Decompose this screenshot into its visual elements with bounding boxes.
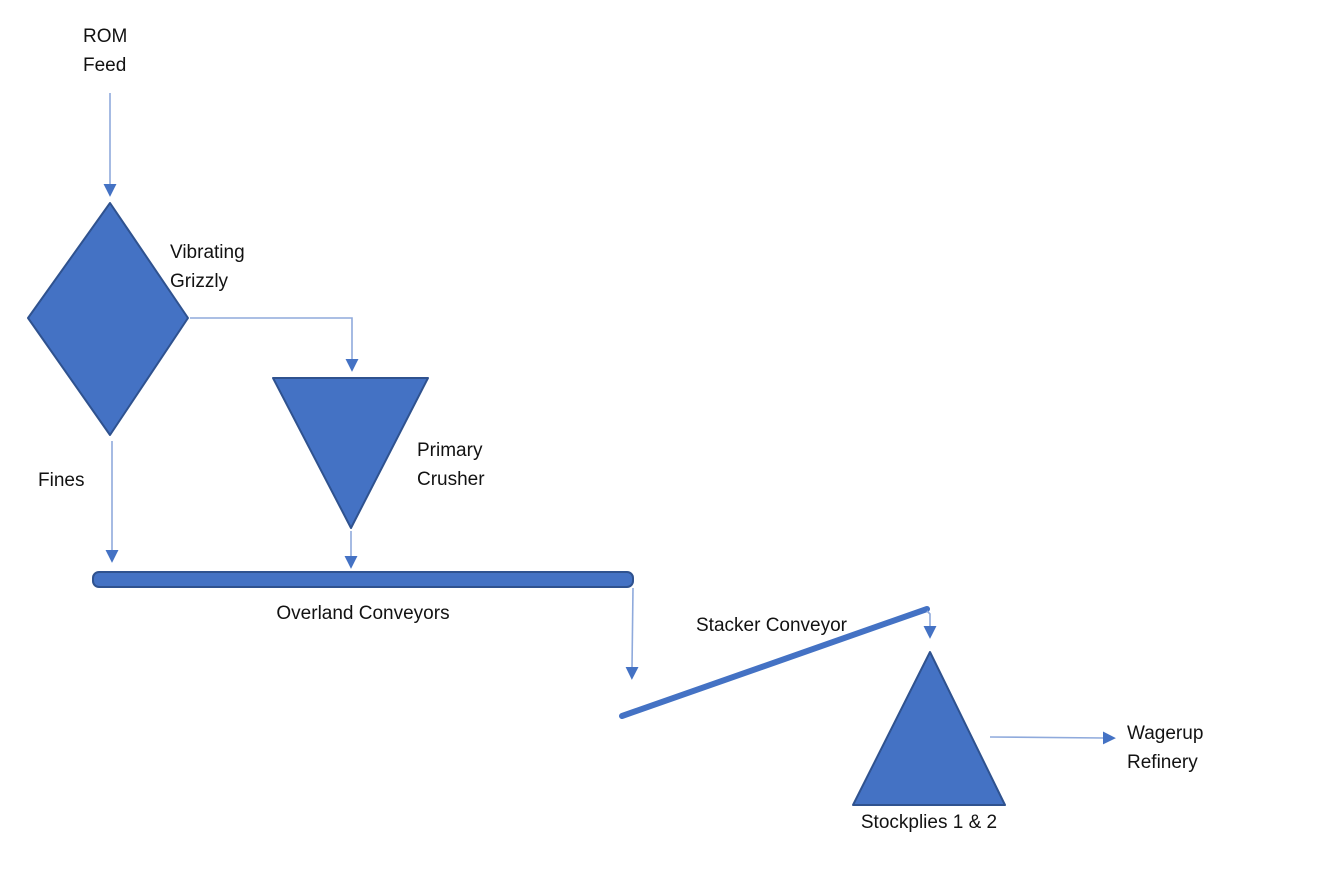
stacker-conveyor-line — [619, 606, 930, 719]
rom-feed-label: ROM Feed — [83, 22, 127, 80]
stacker-to-stockpile-arrow — [923, 610, 937, 639]
rom-feed-label-line1: ROM — [83, 26, 128, 47]
grizzly-to-crusher-connector — [190, 317, 359, 372]
primary-crusher-label: Primary Crusher — [417, 436, 485, 494]
rom-feed-label-line2: Feed — [83, 55, 127, 76]
vibrating-grizzly-label-line1: Vibrating — [170, 242, 245, 263]
fines-label: Fines — [38, 470, 85, 491]
wagerup-refinery-label-line2: Refinery — [1127, 752, 1198, 773]
primary-crusher-label-line2: Crusher — [417, 469, 485, 490]
stockpiles-label: Stockplies 1 & 2 — [860, 812, 998, 833]
overland-conveyors-label: Overland Conveyors — [276, 603, 450, 624]
stockpile-to-refinery-arrow — [989, 731, 1116, 745]
wagerup-refinery-label: Wagerup Refinery — [1127, 719, 1203, 777]
wagerup-refinery-label-line1: Wagerup — [1127, 723, 1204, 744]
stockpile-triangle — [852, 651, 1006, 806]
vibrating-grizzly-label-line2: Grizzly — [170, 271, 229, 292]
primary-crusher-label-line1: Primary — [417, 440, 483, 461]
overland-conveyor-bar — [92, 571, 634, 588]
vibrating-grizzly-diamond — [27, 202, 189, 436]
stacker-conveyor-label: Stacker Conveyor — [696, 615, 848, 636]
conveyor-drop-arrow — [625, 587, 639, 680]
primary-crusher-funnel — [272, 377, 429, 529]
vibrating-grizzly-label: Vibrating Grizzly — [170, 238, 245, 296]
